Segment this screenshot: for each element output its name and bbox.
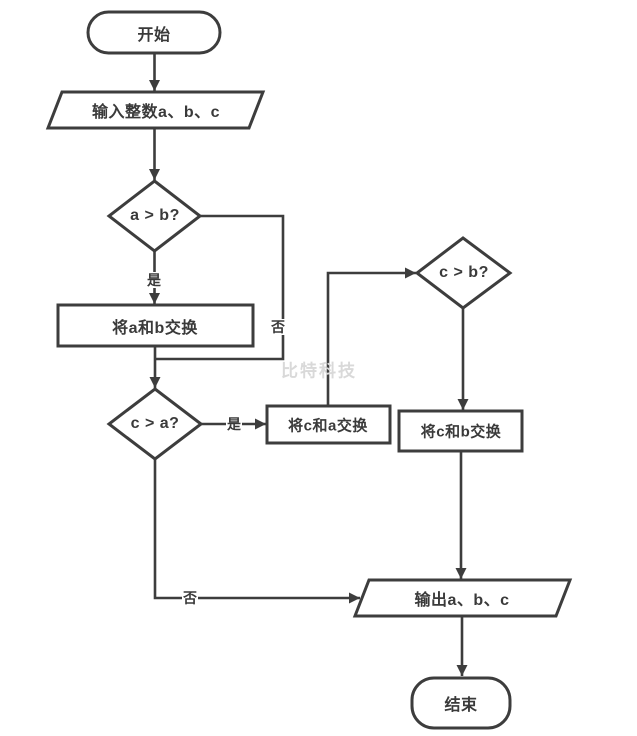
swap-a-b-label: 将a和b交换 (112, 320, 198, 337)
decision-c-gt-a-node (106, 387, 204, 461)
end-node-label: 结束 (444, 697, 478, 714)
swap-c-a-node (265, 404, 392, 445)
decision-a-gt-b-label: a > b? (130, 207, 180, 224)
input-node-label: 输入整数a、b、c (91, 104, 221, 121)
output-node (352, 578, 573, 618)
end-node (410, 676, 512, 730)
swap-c-a-label: 将c和a交换 (288, 417, 368, 435)
edge-label-d2-no: 否 (182, 590, 198, 606)
swap-c-b-node (397, 409, 524, 453)
output-node-label: 输出a、b、c (414, 592, 510, 609)
input-node (45, 90, 266, 130)
edge-label-d2-yes: 是 (226, 416, 242, 432)
decision-a-gt-b-node (106, 179, 203, 253)
edge-d2-no-to-output (153, 459, 360, 604)
edge-label-d1-yes: 是 (146, 272, 162, 288)
decision-c-gt-b-node (414, 236, 513, 310)
watermark-text: 比特科技 (281, 361, 357, 381)
edge-r2-to-d3 (326, 267, 416, 406)
start-node-label: 开始 (137, 27, 171, 44)
decision-c-gt-b-label: c > b? (439, 264, 489, 281)
edge-label-d1-no: 否 (270, 319, 286, 335)
decision-c-gt-a-label: c > a? (130, 415, 180, 432)
swap-c-b-label: 将c和b交换 (420, 423, 502, 441)
start-node (86, 10, 222, 55)
edge-d1-no-loop (156, 214, 285, 361)
swap-a-b-node (56, 303, 255, 348)
